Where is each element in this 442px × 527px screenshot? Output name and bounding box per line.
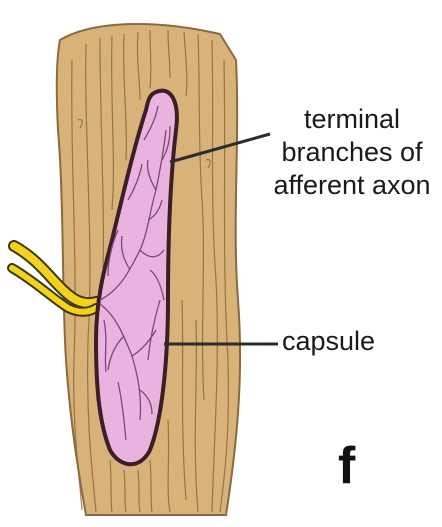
terminal-label-line1: terminal bbox=[262, 103, 442, 136]
terminal-branches-label: terminal branches of afferent axon bbox=[262, 103, 442, 202]
terminal-label-line2: branches of bbox=[262, 136, 442, 169]
terminal-label-line3: afferent axon bbox=[262, 169, 442, 202]
capsule-label: capsule bbox=[282, 325, 375, 358]
panel-letter: f bbox=[338, 436, 355, 496]
